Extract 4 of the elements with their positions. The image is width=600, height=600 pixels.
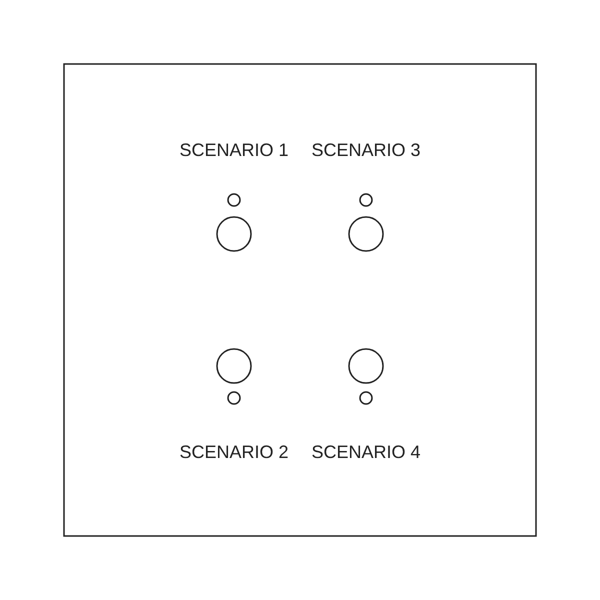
scenario-label: SCENARIO 1 <box>179 140 289 160</box>
scenario-label: SCENARIO 4 <box>311 442 421 462</box>
scenario-label: SCENARIO 3 <box>311 140 421 160</box>
scenario-label: SCENARIO 2 <box>179 442 289 462</box>
